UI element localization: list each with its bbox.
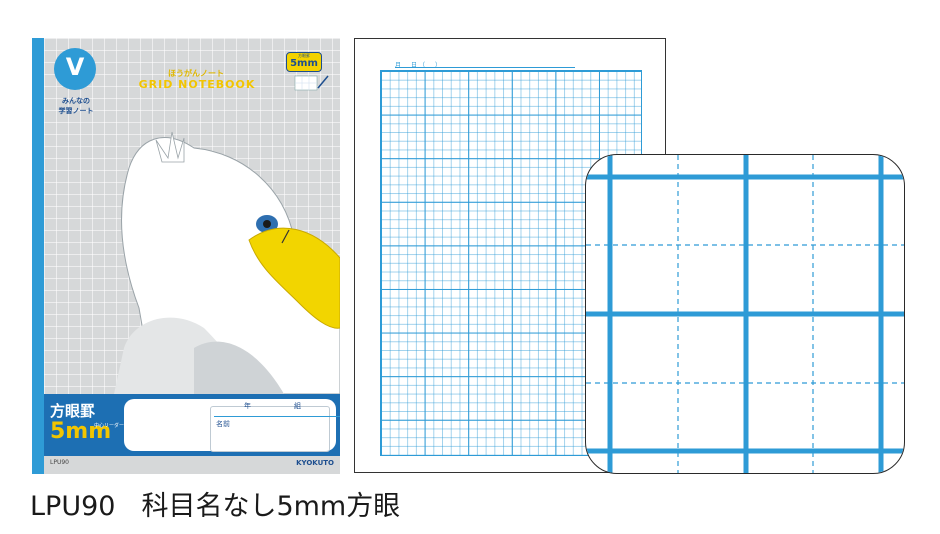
brand-name: KYOKUTO: [296, 459, 334, 467]
notebook-cover: V みんなの 学習ノート ほうがんノート GRID NOTEBOOK 方眼罫 5…: [32, 38, 340, 474]
name-label: 名前: [216, 420, 230, 428]
class-label: 組: [294, 402, 301, 410]
ruling-size-label: 5mm: [50, 419, 112, 444]
product-code: LPU90: [50, 459, 69, 466]
grade-label: 年: [244, 402, 251, 410]
cover-subtitle: ほうがんノート: [168, 69, 224, 78]
caption-code: LPU90: [30, 491, 116, 522]
ruling-type-label: 方眼罫: [50, 402, 96, 420]
series-logo: V みんなの 学習ノート: [52, 48, 98, 140]
logo-text-line2: 学習ノート: [58, 107, 94, 115]
label-divider: [214, 416, 340, 417]
grid-doodle-icon: [294, 75, 329, 91]
zoom-grid-svg: [586, 155, 904, 473]
size-badge: 方眼罫 5mm: [286, 52, 322, 72]
logo-circle: [54, 48, 96, 90]
logo-text-line1: みんなの: [62, 97, 90, 105]
name-field-frame: [210, 406, 330, 452]
date-header: 月 日（ ）: [395, 62, 444, 69]
caption-description: 科目名なし5mm方眼: [141, 491, 401, 522]
product-caption: LPU90 科目名なし5mm方眼: [30, 484, 400, 523]
cover-title: GRID NOTEBOOK: [138, 78, 256, 91]
center-line-note: 中心リーダー入り: [94, 423, 135, 429]
label-band: 方眼罫 5mm 中心リーダー入り 年 組 名前: [44, 394, 340, 456]
cover-footer: LPU90 KYOKUTO: [44, 456, 340, 474]
shoebill-illustration: [114, 131, 340, 394]
grid-zoom-detail: [585, 154, 905, 474]
name-label-area[interactable]: 年 組 名前: [124, 399, 340, 452]
date-header-line: [395, 67, 575, 68]
cover-spine: [32, 38, 44, 474]
size-badge-label: 方眼罫: [298, 53, 310, 58]
size-badge-value: 5mm: [290, 58, 318, 69]
logo-letter: V: [65, 53, 85, 81]
